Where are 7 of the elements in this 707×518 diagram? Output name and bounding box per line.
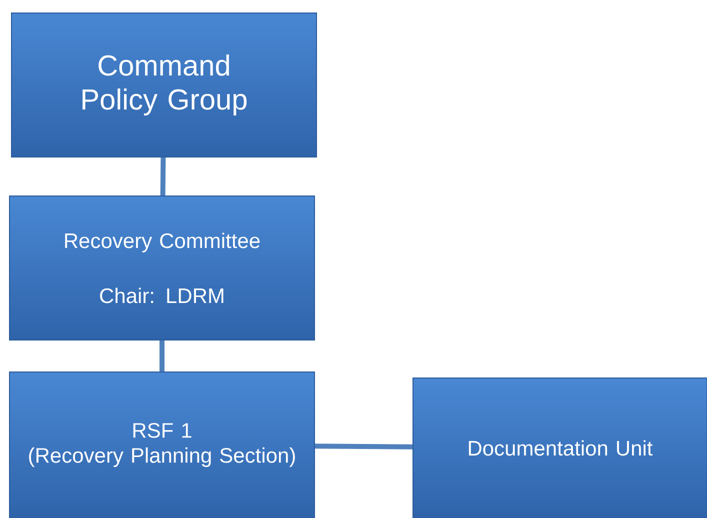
org-box: Documentation Unit bbox=[412, 377, 707, 518]
connector-line bbox=[314, 444, 413, 450]
org-box: Recovery Committee Chair: LDRM bbox=[9, 195, 315, 340]
org-box: Command Policy Group bbox=[11, 12, 317, 158]
connector-line bbox=[160, 340, 164, 372]
org-box: RSF 1 (Recovery Planning Section) bbox=[9, 371, 315, 518]
connector-line bbox=[160, 157, 166, 196]
